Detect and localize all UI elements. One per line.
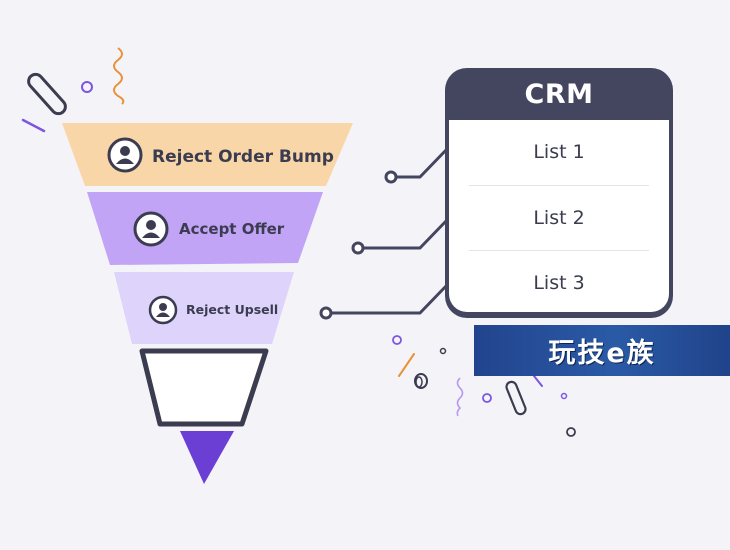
funnel-stage-reject-order-bump <box>62 123 353 186</box>
connector-stage-3 <box>319 282 450 320</box>
ring-confetti-icon <box>482 393 492 403</box>
ring-confetti-icon <box>414 373 428 389</box>
funnel-stage-accept-offer <box>87 192 323 265</box>
funnel-stage-reject-upsell <box>114 272 294 344</box>
ring-confetti-icon <box>566 427 576 437</box>
funnel-stage-label: Reject Order Bump <box>152 147 334 167</box>
watermark-logo-text: 玩技e族 <box>548 338 656 369</box>
user-avatar-icon <box>107 137 143 173</box>
connector-stage-1 <box>384 146 450 184</box>
funnel-tip <box>180 431 234 484</box>
watermark-banner: 玩技e族 <box>474 325 730 376</box>
crm-list-item: List 2 <box>469 185 649 250</box>
crm-card: CRM List 1 List 2 List 3 <box>445 68 673 318</box>
ring-confetti-icon <box>392 335 402 345</box>
pill-confetti-icon <box>27 72 67 116</box>
funnel: Reject Order Bump Accept Offer Reject Up… <box>62 123 353 484</box>
dot-confetti-icon <box>439 347 447 355</box>
connector-lines <box>319 146 450 320</box>
funnel-stage-label: Reject Upsell <box>186 302 278 317</box>
dot-confetti-icon <box>560 392 568 400</box>
connector-stage-2 <box>351 217 450 255</box>
dash-confetti-icon <box>398 353 415 377</box>
squiggle-confetti-icon <box>113 47 125 105</box>
crm-title: CRM <box>524 79 594 110</box>
user-avatar-icon <box>148 295 178 325</box>
dash-confetti-icon <box>21 118 46 133</box>
pill-confetti-icon <box>505 380 527 416</box>
ring-confetti-icon <box>81 81 93 93</box>
dash-confetti-icon <box>533 375 543 387</box>
user-avatar-icon <box>133 211 169 247</box>
funnel-stage-label: Accept Offer <box>179 220 285 238</box>
crm-list-item: List 1 <box>533 141 585 163</box>
crm-list-panel: List 1 List 2 List 3 <box>449 120 669 312</box>
decorative-confetti <box>21 47 576 437</box>
funnel-stage-empty <box>139 348 269 427</box>
crm-list-item: List 3 <box>469 250 649 315</box>
squiggle-confetti-icon <box>456 377 464 417</box>
